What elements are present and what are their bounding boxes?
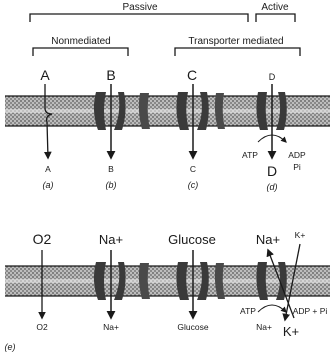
atp-label-top: ATP — [242, 150, 258, 160]
pi-label-top: Pi — [293, 162, 301, 172]
glucose-bottom-label: Glucose — [177, 322, 208, 332]
k-pump-top-label: K+ — [295, 230, 306, 240]
adp-pi-label-bottom: ADP + Pi — [293, 306, 328, 316]
nonmediated-label: Nonmediated — [51, 36, 110, 47]
caption-c: (c) — [188, 180, 199, 190]
nonmediated-bracket: Nonmediated — [33, 36, 128, 56]
caption-a: (a) — [43, 180, 54, 190]
substance-b-bottom-label: B — [108, 164, 114, 174]
na-bottom-label: Na+ — [103, 322, 119, 332]
substance-b-top-label: B — [106, 67, 115, 83]
substance-a-bottom-label: A — [45, 164, 51, 174]
na-pump-bottom-label: Na+ — [256, 322, 272, 332]
adp-label-top: ADP — [288, 150, 306, 160]
caption-e: (e) — [5, 342, 16, 352]
active-bracket: Active — [256, 2, 295, 22]
caption-d: (d) — [267, 182, 278, 192]
o2-bottom-label: O2 — [36, 322, 48, 332]
transporter-mediated-label: Transporter mediated — [188, 36, 283, 47]
active-label: Active — [261, 2, 289, 13]
passive-bracket: Passive — [30, 2, 248, 22]
atp-label-bottom: ATP — [240, 306, 256, 316]
na-top-label: Na+ — [99, 232, 123, 247]
transporter-mediated-bracket: Transporter mediated — [175, 36, 300, 56]
k-pump-bottom-label: K+ — [283, 324, 299, 339]
substance-d-top-label: D — [269, 72, 276, 82]
substance-d-bottom-label: D — [267, 163, 277, 179]
substance-c-top-label: C — [187, 67, 197, 83]
o2-top-label: O2 — [33, 231, 52, 247]
passive-label: Passive — [122, 2, 157, 13]
substance-c-bottom-label: C — [190, 164, 196, 174]
caption-b: (b) — [106, 180, 117, 190]
glucose-top-label: Glucose — [168, 232, 216, 247]
na-pump-top-label: Na+ — [256, 232, 280, 247]
substance-a-top-label: A — [40, 67, 50, 83]
atp-adp-curve-bottom — [258, 305, 286, 312]
